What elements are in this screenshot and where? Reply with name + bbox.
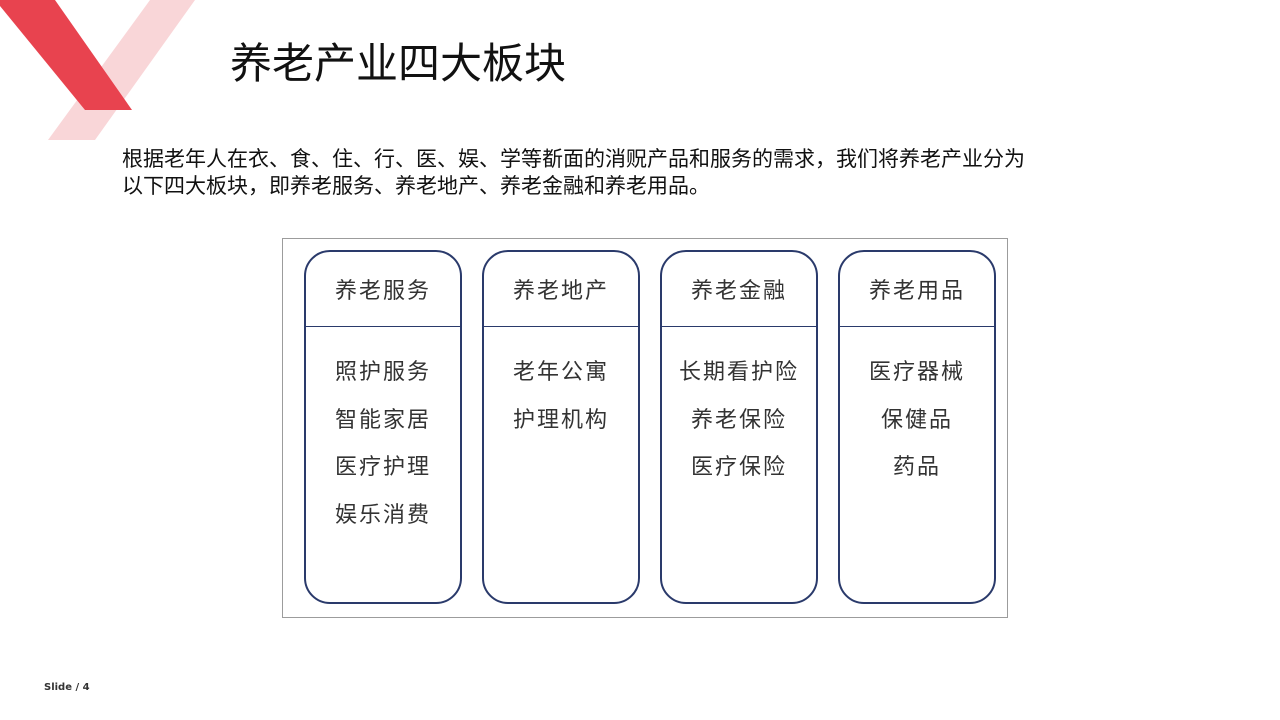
accent-stripe (0, 0, 132, 110)
panel-title: 养老金融 (690, 279, 787, 304)
slide-number: Slide / 4 (44, 682, 90, 693)
intro-paragraph: 根据老年人在衣、食、住、行、医、娱、学等斱面的消贶产品和服务的需求，我们将养老产… (122, 146, 1182, 200)
panel-item: 医疗护理 (334, 455, 431, 480)
sector-diagram: 养老服务 照护服务 智能家居 医疗护理 娱乐消费 养老地产 老年公寓 护理机构 … (282, 238, 1008, 618)
panel-item: 养老保险 (690, 407, 787, 433)
panel-elderly-services: 养老服务 照护服务 智能家居 医疗护理 娱乐消费 (304, 250, 462, 604)
panel-item: 照护服务 (334, 360, 431, 385)
panel-item-list: 长期看护险 养老保险 医疗保险 (662, 327, 816, 492)
panel-item: 娱乐消费 (334, 502, 431, 528)
panel-item: 长期看护险 (678, 360, 799, 385)
intro-line: 以下四大板块，即养老服务、养老地产、养老金融和养老用品。 (122, 174, 710, 198)
panel-item: 医疗保险 (690, 455, 787, 480)
panel-elderly-finance: 养老金融 长期看护险 养老保险 医疗保险 (660, 250, 818, 604)
panel-header: 养老金融 (662, 252, 816, 327)
panel-title: 养老地产 (512, 279, 609, 304)
panel-item-list: 医疗器械 保健品 药品 (840, 327, 994, 492)
panel-item: 智能家居 (334, 407, 431, 433)
panel-title: 养老服务 (334, 279, 431, 304)
panel-item: 护理机构 (512, 407, 609, 433)
corner-decoration (0, 0, 195, 140)
panel-item: 医疗器械 (868, 360, 965, 385)
panel-item-list: 老年公寓 护理机构 (484, 327, 638, 444)
panel-header: 养老服务 (306, 252, 460, 327)
panel-item: 药品 (892, 455, 941, 480)
panel-item: 老年公寓 (512, 360, 609, 385)
intro-line: 根据老年人在衣、食、住、行、医、娱、学等斱面的消贶产品和服务的需求，我们将养老产… (122, 147, 1025, 171)
slide-title: 养老产业四大板块 (230, 39, 567, 88)
panel-header: 养老用品 (840, 252, 994, 327)
panel-header: 养老地产 (484, 252, 638, 327)
panel-elderly-products: 养老用品 医疗器械 保健品 药品 (838, 250, 996, 604)
panel-title: 养老用品 (868, 279, 965, 304)
panel-elderly-real-estate: 养老地产 老年公寓 护理机构 (482, 250, 640, 604)
panel-item: 保健品 (880, 407, 953, 433)
panel-item-list: 照护服务 智能家居 医疗护理 娱乐消费 (306, 327, 460, 539)
